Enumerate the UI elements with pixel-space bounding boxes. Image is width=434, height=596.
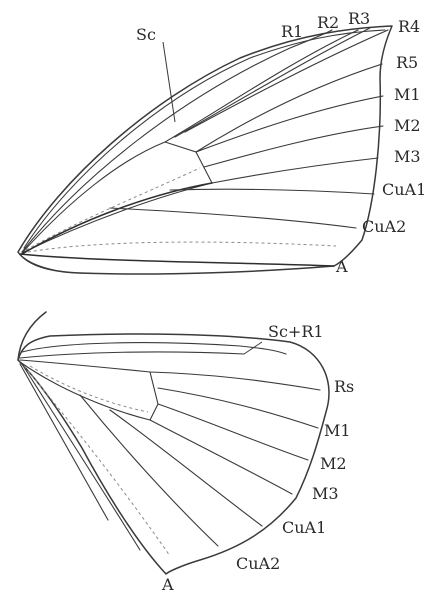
- forewing-vein-r-stem: [22, 142, 165, 253]
- hindwing-vein-cua2: [80, 395, 218, 546]
- forewing-vein-cua1: [170, 189, 374, 194]
- hindwing-label-cua1: CuA1: [282, 518, 326, 537]
- forewing-label-m1: M1: [394, 85, 421, 104]
- hindwing-label-m3: M3: [312, 484, 339, 503]
- hindwing-root-curve: [18, 312, 46, 360]
- hindwing-label-scr1: Sc+R1: [268, 322, 324, 341]
- forewing-vein-cua2: [110, 208, 356, 228]
- forewing: Sc R1 R2 R3 R4 R5 M1 M2 M3 CuA1 CuA2 A: [18, 9, 426, 276]
- hindwing-vein-cua1: [110, 410, 262, 526]
- hindwing-label-cua2: CuA2: [236, 554, 280, 573]
- forewing-costa-inner: [24, 30, 385, 248]
- hindwing-vein-m2: [158, 404, 308, 460]
- hindwing-vein-a1: [22, 364, 140, 550]
- hindwing: Sc+R1 Rs M1 M2 M3 CuA1 CuA2 A: [18, 312, 354, 594]
- forewing-label-r3: R3: [348, 9, 370, 28]
- hindwing-label-m2: M2: [320, 454, 347, 473]
- forewing-label-sc: Sc: [136, 25, 156, 44]
- forewing-vein-a-lower: [24, 258, 90, 273]
- forewing-label-cua1: CuA1: [382, 180, 426, 199]
- hindwing-label-m1: M1: [324, 421, 351, 440]
- hindwing-label-rs: Rs: [334, 377, 354, 396]
- hindwing-label-a: A: [161, 575, 174, 594]
- forewing-label-cua2: CuA2: [362, 217, 406, 236]
- forewing-label-r4: R4: [398, 17, 420, 36]
- forewing-vein-r3-r4: [185, 30, 388, 132]
- forewing-outline: [18, 26, 392, 274]
- hindwing-discal-cell: [20, 360, 158, 420]
- forewing-vein-m1: [196, 96, 383, 152]
- forewing-label-a: A: [335, 257, 348, 276]
- forewing-label-r1: R1: [281, 22, 303, 41]
- forewing-label-m2: M2: [394, 116, 421, 135]
- forewing-label-m3: M3: [394, 147, 421, 166]
- hindwing-vein-rs: [150, 372, 320, 390]
- forewing-label-r2: R2: [317, 13, 339, 32]
- forewing-vein-a: [20, 254, 334, 266]
- forewing-label-r5: R5: [396, 53, 418, 72]
- hindwing-vein-m1: [158, 388, 318, 428]
- forewing-discal-cell: [22, 142, 212, 253]
- forewing-sc-leader: [163, 42, 175, 122]
- hindwing-vein-m3: [150, 420, 292, 494]
- forewing-vein-sc: [22, 30, 332, 252]
- forewing-vein-r1: [165, 30, 358, 142]
- hindwing-vein-scr1: [20, 352, 244, 358]
- forewing-vein-m3: [212, 158, 378, 183]
- forewing-vein-r2: [175, 28, 370, 137]
- forewing-anal-fold: [28, 242, 336, 252]
- hindwing-outline: [18, 334, 329, 574]
